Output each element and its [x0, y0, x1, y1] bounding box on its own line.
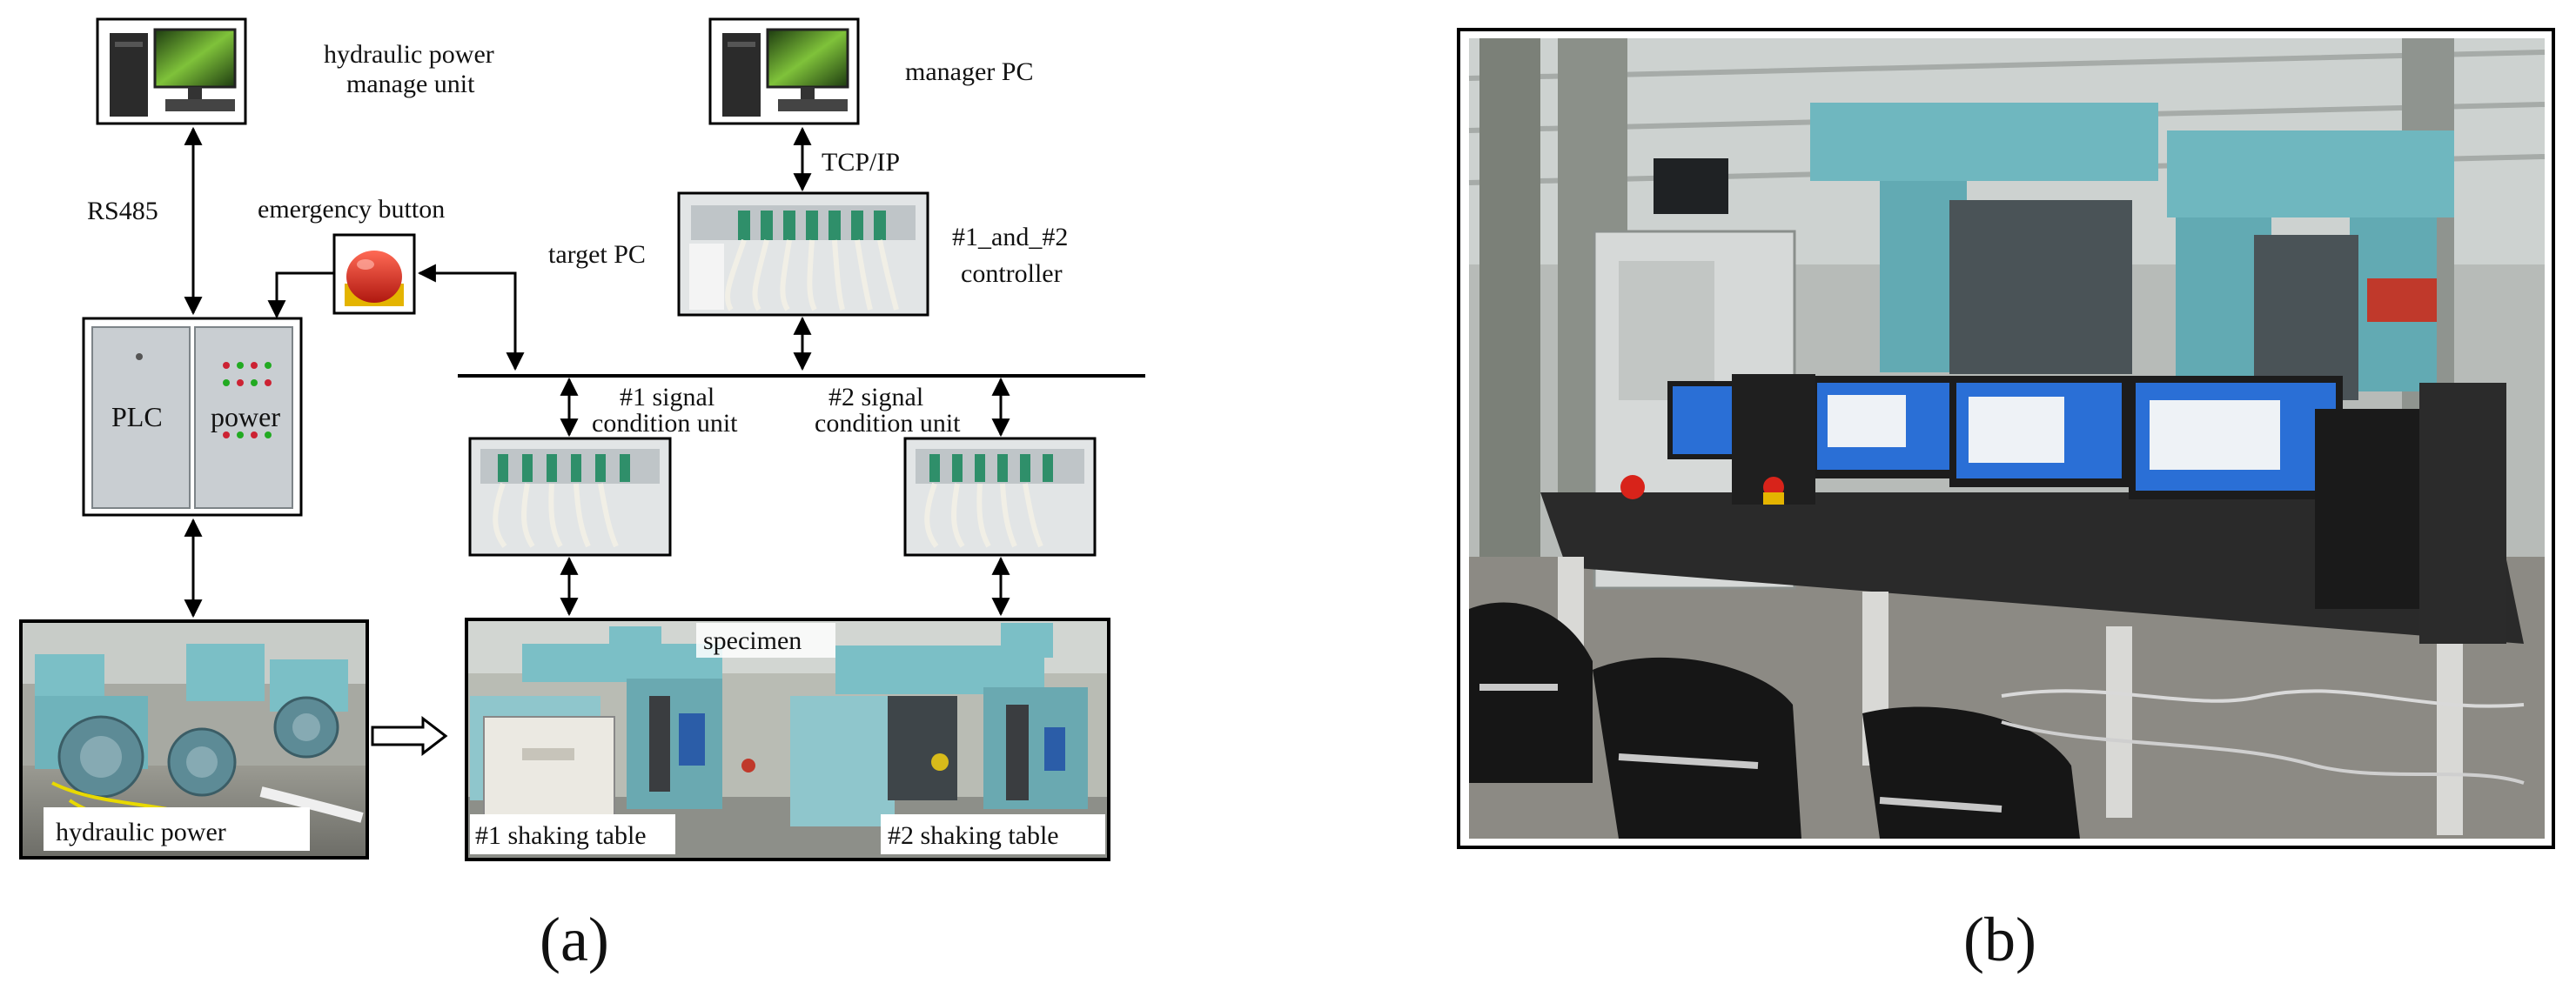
signal2-unit	[903, 437, 1097, 557]
hydraulic-power-label: hydraulic power	[56, 818, 226, 846]
manager-pc-computer	[708, 17, 860, 125]
manage-unit-computer	[96, 17, 247, 125]
manager-pc-label: manager PC	[905, 57, 1033, 86]
plc-label: PLC	[111, 401, 163, 432]
emergency-to-bus-link	[417, 264, 525, 371]
caption-a: (a)	[540, 905, 609, 974]
shaking-tables-photo	[465, 618, 1110, 861]
manage-unit-label-2: manage unit	[346, 70, 475, 98]
power-label: power	[211, 401, 280, 432]
hydraulic-to-tables-arrow	[371, 715, 448, 757]
controller-label-1: #1_and_#2	[952, 223, 1068, 251]
caption-b: (b)	[1963, 905, 2036, 974]
power-indicator-lights	[223, 362, 272, 438]
hydraulic-power-photo	[19, 619, 369, 860]
controller-modules	[738, 211, 886, 240]
specimen-label: specimen	[703, 626, 802, 655]
signal1-unit	[468, 437, 672, 557]
panel-a: hydraulic power manage unit manager PC R…	[19, 17, 1145, 974]
signal2-label-1: #2 signal	[828, 383, 923, 411]
target-pc-label: target PC	[548, 240, 646, 269]
panel-b: (b)	[1457, 28, 2555, 974]
tcpip-label: TCP/IP	[822, 148, 900, 177]
shaking-table-1-label: #1 shaking table	[475, 821, 647, 850]
controller-label-2: controller	[961, 259, 1063, 288]
manage-unit-label-1: hydraulic power	[324, 40, 494, 69]
emergency-button	[332, 233, 416, 315]
lab-photo	[1468, 38, 2546, 839]
plc-power-cabinet	[82, 317, 303, 517]
signal1-label-1: #1 signal	[620, 383, 714, 411]
rs485-label: RS485	[87, 197, 158, 225]
shaking-table-2-label: #2 shaking table	[888, 821, 1059, 850]
controller-unit	[677, 191, 929, 317]
emergency-button-label: emergency button	[258, 195, 445, 224]
signal2-label-2: condition unit	[815, 409, 961, 438]
signal1-label-2: condition unit	[592, 409, 738, 438]
emergency-to-plc-link	[267, 271, 334, 319]
